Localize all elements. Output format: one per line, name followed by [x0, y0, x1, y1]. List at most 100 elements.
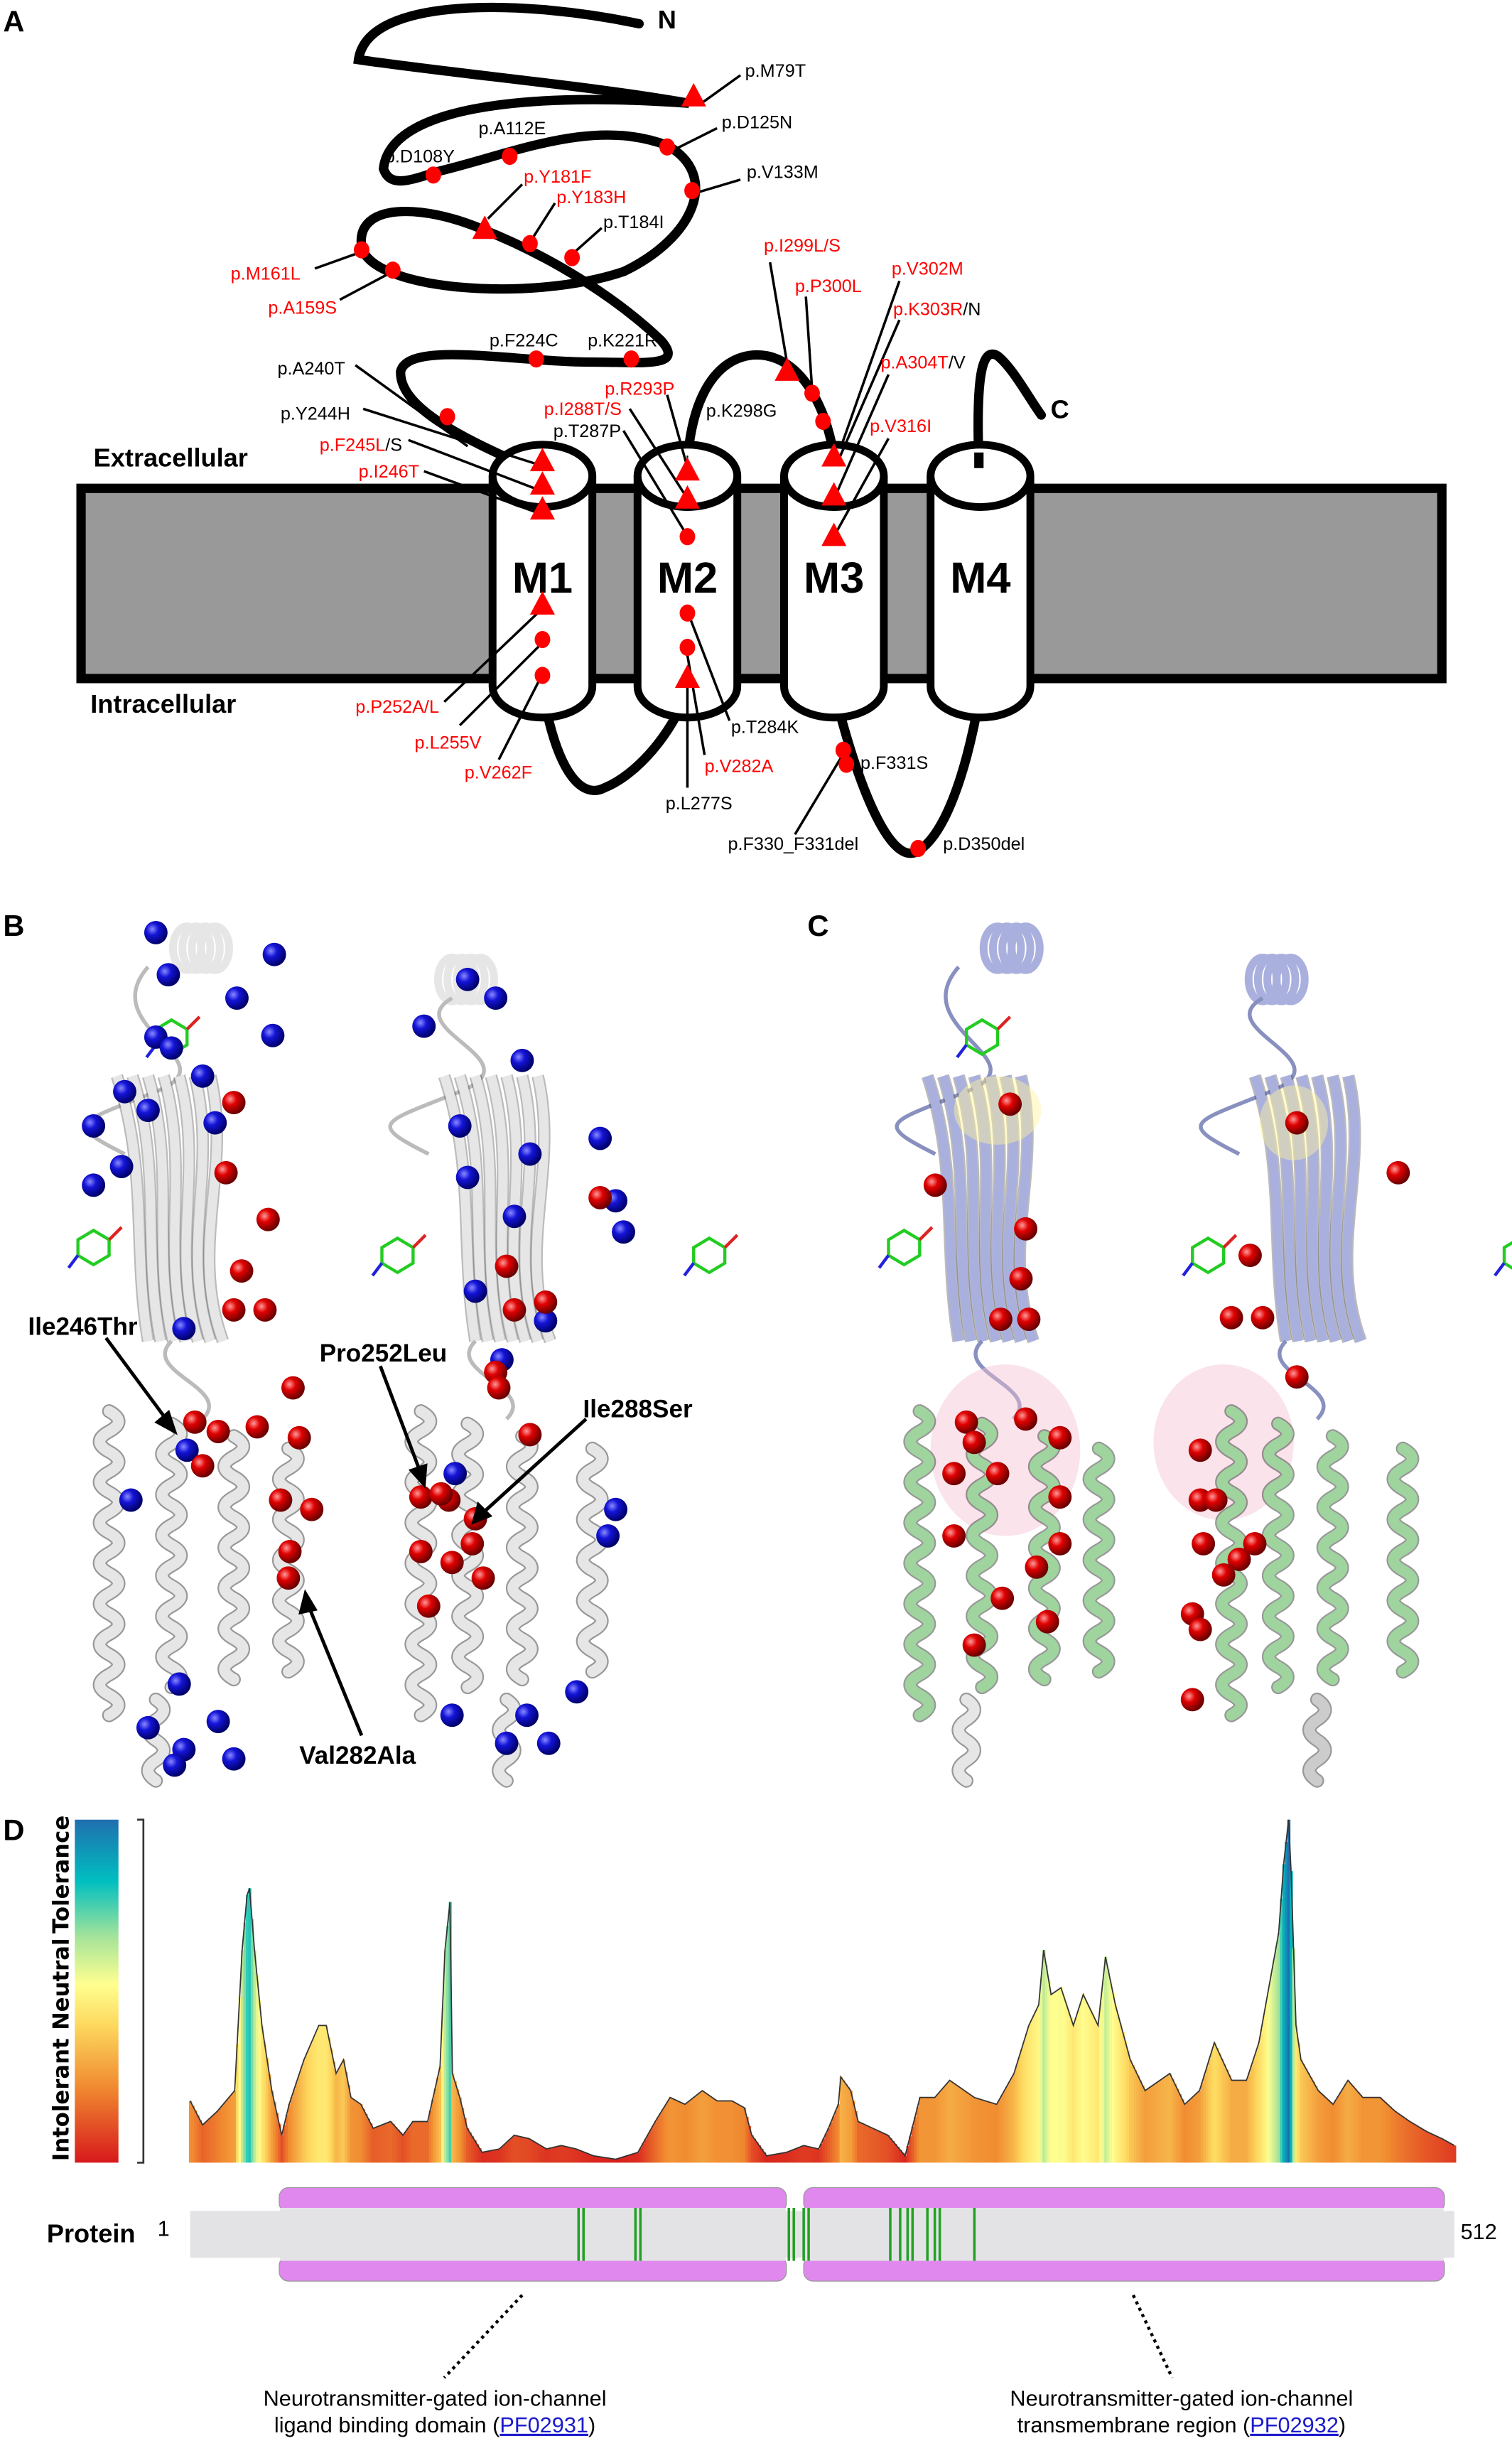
tolerance-bar: [770, 2155, 774, 2163]
tolerance-bar: [384, 2123, 388, 2163]
tolerance-bar: [986, 2101, 989, 2163]
domain2-title: Neurotransmitter-gated ion-channel: [1010, 2386, 1353, 2411]
tolerance-bar: [995, 2104, 999, 2163]
coil-loop: [163, 1339, 211, 1420]
tolerance-bar: [1319, 2093, 1323, 2163]
tolerance-bar: [1322, 2095, 1325, 2163]
mutation-label-reported: p.A240T: [277, 359, 345, 379]
tolerance-bar: [656, 2117, 660, 2163]
label-ile246thr: Ile246Thr: [28, 1312, 137, 1340]
mutation-label-novel: p.I299L/S: [764, 236, 841, 256]
tolerance-bar: [931, 2097, 934, 2163]
mutation-label-reported: /V: [949, 352, 966, 372]
tolerance-bar: [612, 2159, 615, 2163]
alpha-helix: [453, 1418, 482, 1693]
tolerance-bar: [1310, 2077, 1313, 2163]
tolerance-bar: [1054, 1991, 1058, 2163]
glycan-sticks: [683, 1234, 739, 1277]
tolerance-bar: [1089, 2010, 1093, 2163]
tolerance-bar: [340, 2064, 343, 2163]
mutation-label: p.L277S: [666, 794, 733, 814]
leader-line: [573, 227, 603, 254]
tolerance-bar: [926, 2097, 929, 2163]
tolerance-bar: [1191, 2097, 1194, 2163]
mutation-label-novel: p.Y183H: [556, 188, 626, 207]
tolerance-bar: [1037, 2005, 1041, 2163]
mutation-triangle-marker: [774, 357, 800, 381]
benign-variant-sphere: [604, 1497, 628, 1521]
tolerance-bar: [725, 2101, 729, 2163]
tolerance-bar: [312, 2037, 316, 2163]
tolerance-bar: [1366, 2097, 1370, 2163]
tolerance-bar: [1042, 1950, 1046, 2163]
tolerance-bar: [1418, 2127, 1422, 2163]
pathogenic-variant-sphere: [300, 1497, 324, 1521]
tolerance-bar: [1079, 2002, 1083, 2163]
pathogenic-variant-sphere: [962, 1430, 986, 1455]
tolerance-bar: [787, 2151, 791, 2163]
tolerance-bar: [879, 2131, 882, 2163]
tolerance-bar: [1381, 2099, 1385, 2163]
tolerance-bar: [1428, 2133, 1432, 2163]
tolerance-bar: [1010, 2078, 1014, 2163]
mutation-label: p.Y244H: [281, 404, 350, 424]
tolerance-bar: [188, 2101, 193, 2163]
mutation-label-novel: p.P252A/L: [355, 697, 439, 717]
tolerance-bar: [547, 2148, 551, 2163]
tolerance-bar: [1210, 2050, 1214, 2163]
tolerance-bar: [679, 2102, 682, 2163]
panel-label-d: D: [3, 1813, 24, 1846]
tolerance-bar: [448, 1902, 452, 2163]
pathogenic-variant-sphere: [1285, 1365, 1309, 1389]
tolerance-bar: [203, 2123, 207, 2163]
pfam-link-pf02932[interactable]: PF02932: [1250, 2412, 1339, 2437]
tolerance-bar: [1223, 2064, 1226, 2163]
tolerance-bar: [812, 2147, 816, 2163]
alpha-helix: [578, 1443, 608, 1678]
tolerance-bar: [1104, 1956, 1108, 2163]
tolerance-bar: [1069, 2017, 1073, 2163]
domain1-title: Neurotransmitter-gated ion-channel: [264, 2386, 607, 2411]
beta-strand: [1328, 1074, 1353, 1343]
membrane-bilayer: [76, 483, 1447, 684]
tolerance-bar: [315, 2031, 318, 2163]
tolerance-bar: [401, 2135, 405, 2163]
mutation-label: p.A112E: [479, 119, 546, 139]
benign-variant-sphere: [113, 1079, 136, 1104]
tolerance-bar: [1400, 2116, 1405, 2163]
tolerance-bar: [874, 2129, 878, 2163]
tolerance-bar: [1435, 2136, 1440, 2163]
benign-variant-sphere: [156, 963, 180, 987]
leader-line: [408, 438, 536, 490]
benign-variant-sphere: [167, 1672, 191, 1696]
mutation-label-reported: p.D108Y: [385, 147, 455, 167]
benign-variant-sphere: [588, 1126, 612, 1150]
mutation-label-novel: p.F245L: [320, 436, 386, 455]
pathogenic-variant-sphere: [278, 1539, 302, 1563]
binding-surface: [954, 1076, 1042, 1145]
tolerance-bar: [580, 2150, 583, 2163]
variant-position-tick: [634, 2208, 637, 2261]
tolerance-bar: [1064, 2002, 1068, 2163]
pfam-link-pf02931[interactable]: PF02931: [500, 2412, 588, 2437]
leader-line: [622, 430, 687, 534]
tolerance-bar: [193, 2110, 198, 2163]
tolerance-bar: [943, 2086, 947, 2163]
mutation-dot-marker: [502, 147, 518, 166]
tolerance-bar: [864, 2125, 868, 2163]
tolerance-bar: [498, 2149, 502, 2163]
mutation-label: p.D108Y: [385, 147, 455, 167]
tolerance-bar: [245, 1894, 249, 2163]
domain1-subtitle: ligand binding domain (PF02931): [274, 2412, 595, 2437]
pathogenic-variant-sphere: [954, 1410, 978, 1434]
pathogenic-variant-sphere: [1285, 1111, 1309, 1135]
tolerance-bar: [433, 2088, 437, 2163]
tolerance-bar: [906, 2146, 909, 2163]
pathogenic-variant-sphere: [1386, 1160, 1410, 1185]
tolerance-bar: [1111, 1993, 1115, 2163]
tolerance-bar: [765, 2155, 769, 2163]
tolerance-bar: [745, 2117, 749, 2163]
tolerance-bar: [792, 2149, 796, 2163]
tolerance-bar: [1059, 1988, 1063, 2163]
mutation-label-reported: /S: [385, 436, 402, 455]
